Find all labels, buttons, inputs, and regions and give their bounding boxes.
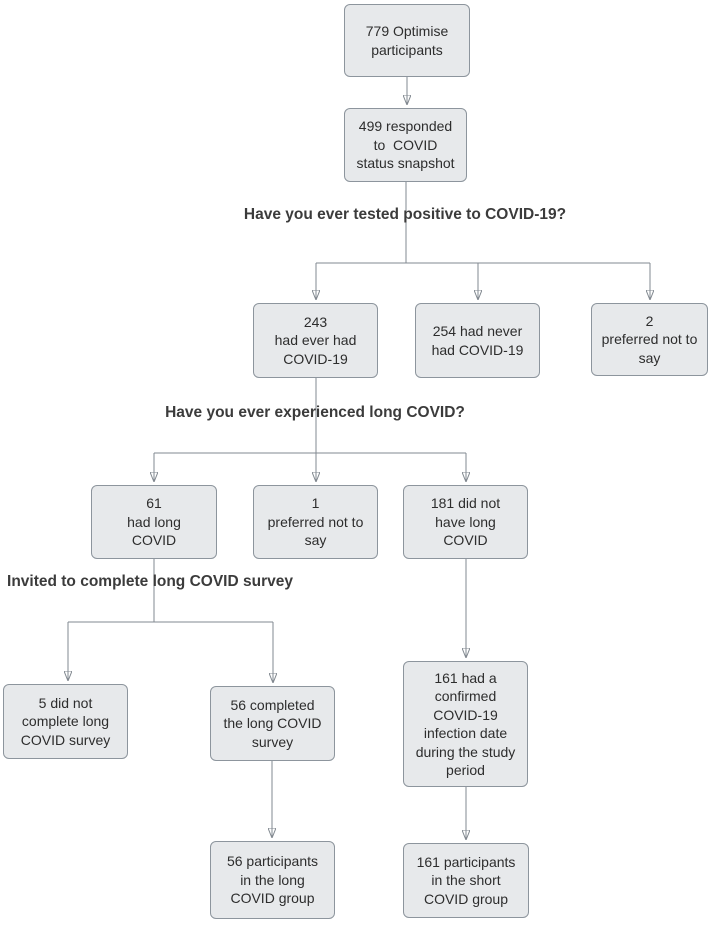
flow-node-had-long-covid: 61 had long COVID bbox=[91, 485, 217, 559]
flow-node-long-covid-group: 56 participants in the long COVID group bbox=[210, 841, 335, 919]
flow-node-completed-long-covid-survey: 56 completed the long COVID survey bbox=[210, 686, 335, 761]
flow-node-did-not-complete-survey: 5 did not complete long COVID survey bbox=[3, 684, 128, 759]
flow-node-preferred-not-to-say-long: 1 preferred not to say bbox=[253, 485, 378, 559]
flow-node-preferred-not-to-say-covid: 2 preferred not to say bbox=[591, 303, 708, 376]
flow-node-did-not-have-long-covid: 181 did not have long COVID bbox=[403, 485, 528, 559]
question-tested-positive: Have you ever tested positive to COVID-1… bbox=[243, 206, 567, 223]
flow-node-never-had-covid: 254 had never had COVID-19 bbox=[415, 303, 540, 378]
flow-node-responded-covid-snapshot: 499 responded to COVID status snapshot bbox=[344, 108, 467, 182]
flow-node-optimise-participants: 779 Optimise participants bbox=[344, 4, 470, 77]
flow-node-ever-had-covid: 243 had ever had COVID-19 bbox=[253, 303, 378, 378]
label-invited-survey: Invited to complete long COVID survey bbox=[7, 573, 293, 590]
question-long-covid: Have you ever experienced long COVID? bbox=[165, 404, 465, 421]
flow-node-confirmed-infection-date: 161 had a confirmed COVID-19 infection d… bbox=[403, 661, 528, 787]
flow-node-short-covid-group: 161 participants in the short COVID grou… bbox=[403, 843, 529, 918]
